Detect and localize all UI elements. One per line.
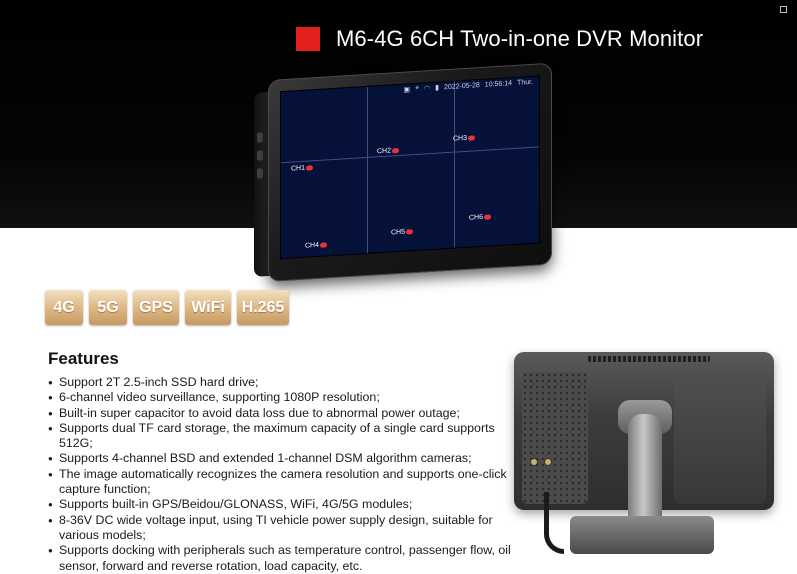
record-icon	[406, 229, 414, 235]
feature-badges: 4G 5G GPS WiFi H.265	[45, 290, 289, 325]
channel-label: CH2	[377, 147, 400, 156]
feature-item: Supports dual TF card storage, the maxim…	[48, 421, 528, 452]
speaker-grille	[522, 372, 588, 504]
monitor-screen: ▣ ⌖ ◠ ▮ 2022-05-28 10:56:14 Thur. CH1 CH…	[280, 75, 540, 260]
screen-day: Thur.	[517, 78, 533, 87]
sd-card-icon: ▣	[403, 86, 411, 94]
grid-line	[367, 86, 368, 253]
wifi-icon: ◠	[424, 85, 431, 93]
feature-item: The image automatically recognizes the c…	[48, 467, 528, 498]
features-heading: Features	[48, 349, 119, 368]
channel-name: CH2	[377, 147, 392, 156]
feature-item: Support 2T 2.5-inch SSD hard drive;	[48, 375, 528, 391]
feature-item: 8-36V DC wide voltage input, using TI ve…	[48, 513, 528, 544]
record-icon	[484, 214, 492, 220]
power-cable	[544, 492, 564, 554]
channel-label: CH5	[391, 228, 414, 237]
badge-5g: 5G	[89, 290, 127, 325]
record-icon	[468, 135, 476, 141]
feature-item: Supports docking with peripherals such a…	[48, 543, 528, 574]
screen-date: 2022-05-28	[443, 81, 480, 91]
antenna-port-icon	[544, 458, 552, 466]
screen-time: 10:56:14	[484, 79, 513, 89]
hero-banner: M6-4G 6CH Two-in-one DVR Monitor ▣ ⌖ ◠ ▮…	[0, 0, 797, 282]
channel-name: CH4	[305, 241, 320, 250]
grid-line	[281, 146, 539, 164]
channel-label: CH4	[305, 241, 328, 250]
side-button	[257, 168, 263, 179]
rear-vent	[588, 356, 710, 362]
corner-mark	[780, 6, 787, 13]
signal-icon: ▮	[435, 84, 439, 92]
record-icon	[320, 242, 328, 248]
title-block: M6-4G 6CH Two-in-one DVR Monitor	[296, 26, 703, 52]
page-title: M6-4G 6CH Two-in-one DVR Monitor	[336, 26, 704, 51]
badge-wifi: WiFi	[185, 290, 231, 325]
rear-monitor-image	[514, 352, 774, 554]
title-accent-square	[296, 27, 320, 51]
features-list: Support 2T 2.5-inch SSD hard drive; 6-ch…	[48, 375, 528, 574]
rear-cover-panel	[674, 370, 766, 504]
feature-item: Built-in super capacitor to avoid data l…	[48, 406, 528, 422]
feature-item: Supports built-in GPS/Beidou/GLONASS, Wi…	[48, 497, 528, 513]
stand-base	[570, 516, 714, 554]
record-icon	[392, 147, 400, 154]
antenna-port-icon	[530, 458, 538, 466]
channel-name: CH1	[291, 164, 306, 173]
feature-item: Supports 4-channel BSD and extended 1-ch…	[48, 451, 528, 467]
badge-gps: GPS	[133, 290, 179, 325]
channel-name: CH6	[469, 213, 484, 222]
badge-h265: H.265	[237, 290, 289, 325]
channel-label: CH1	[291, 164, 314, 173]
channel-label: CH6	[469, 213, 492, 222]
stand-neck	[628, 414, 662, 532]
channel-name: CH3	[453, 134, 468, 143]
side-button	[257, 150, 263, 161]
feature-item: 6-channel video surveillance, supporting…	[48, 390, 528, 406]
front-monitor-image: ▣ ⌖ ◠ ▮ 2022-05-28 10:56:14 Thur. CH1 CH…	[254, 62, 552, 282]
channel-name: CH5	[391, 228, 406, 237]
channel-label: CH3	[453, 134, 476, 143]
grid-line	[454, 81, 455, 248]
badge-4g: 4G	[45, 290, 83, 325]
rear-housing	[514, 352, 774, 510]
side-button	[257, 132, 263, 143]
gps-icon: ⌖	[415, 84, 420, 93]
record-icon	[306, 165, 314, 171]
